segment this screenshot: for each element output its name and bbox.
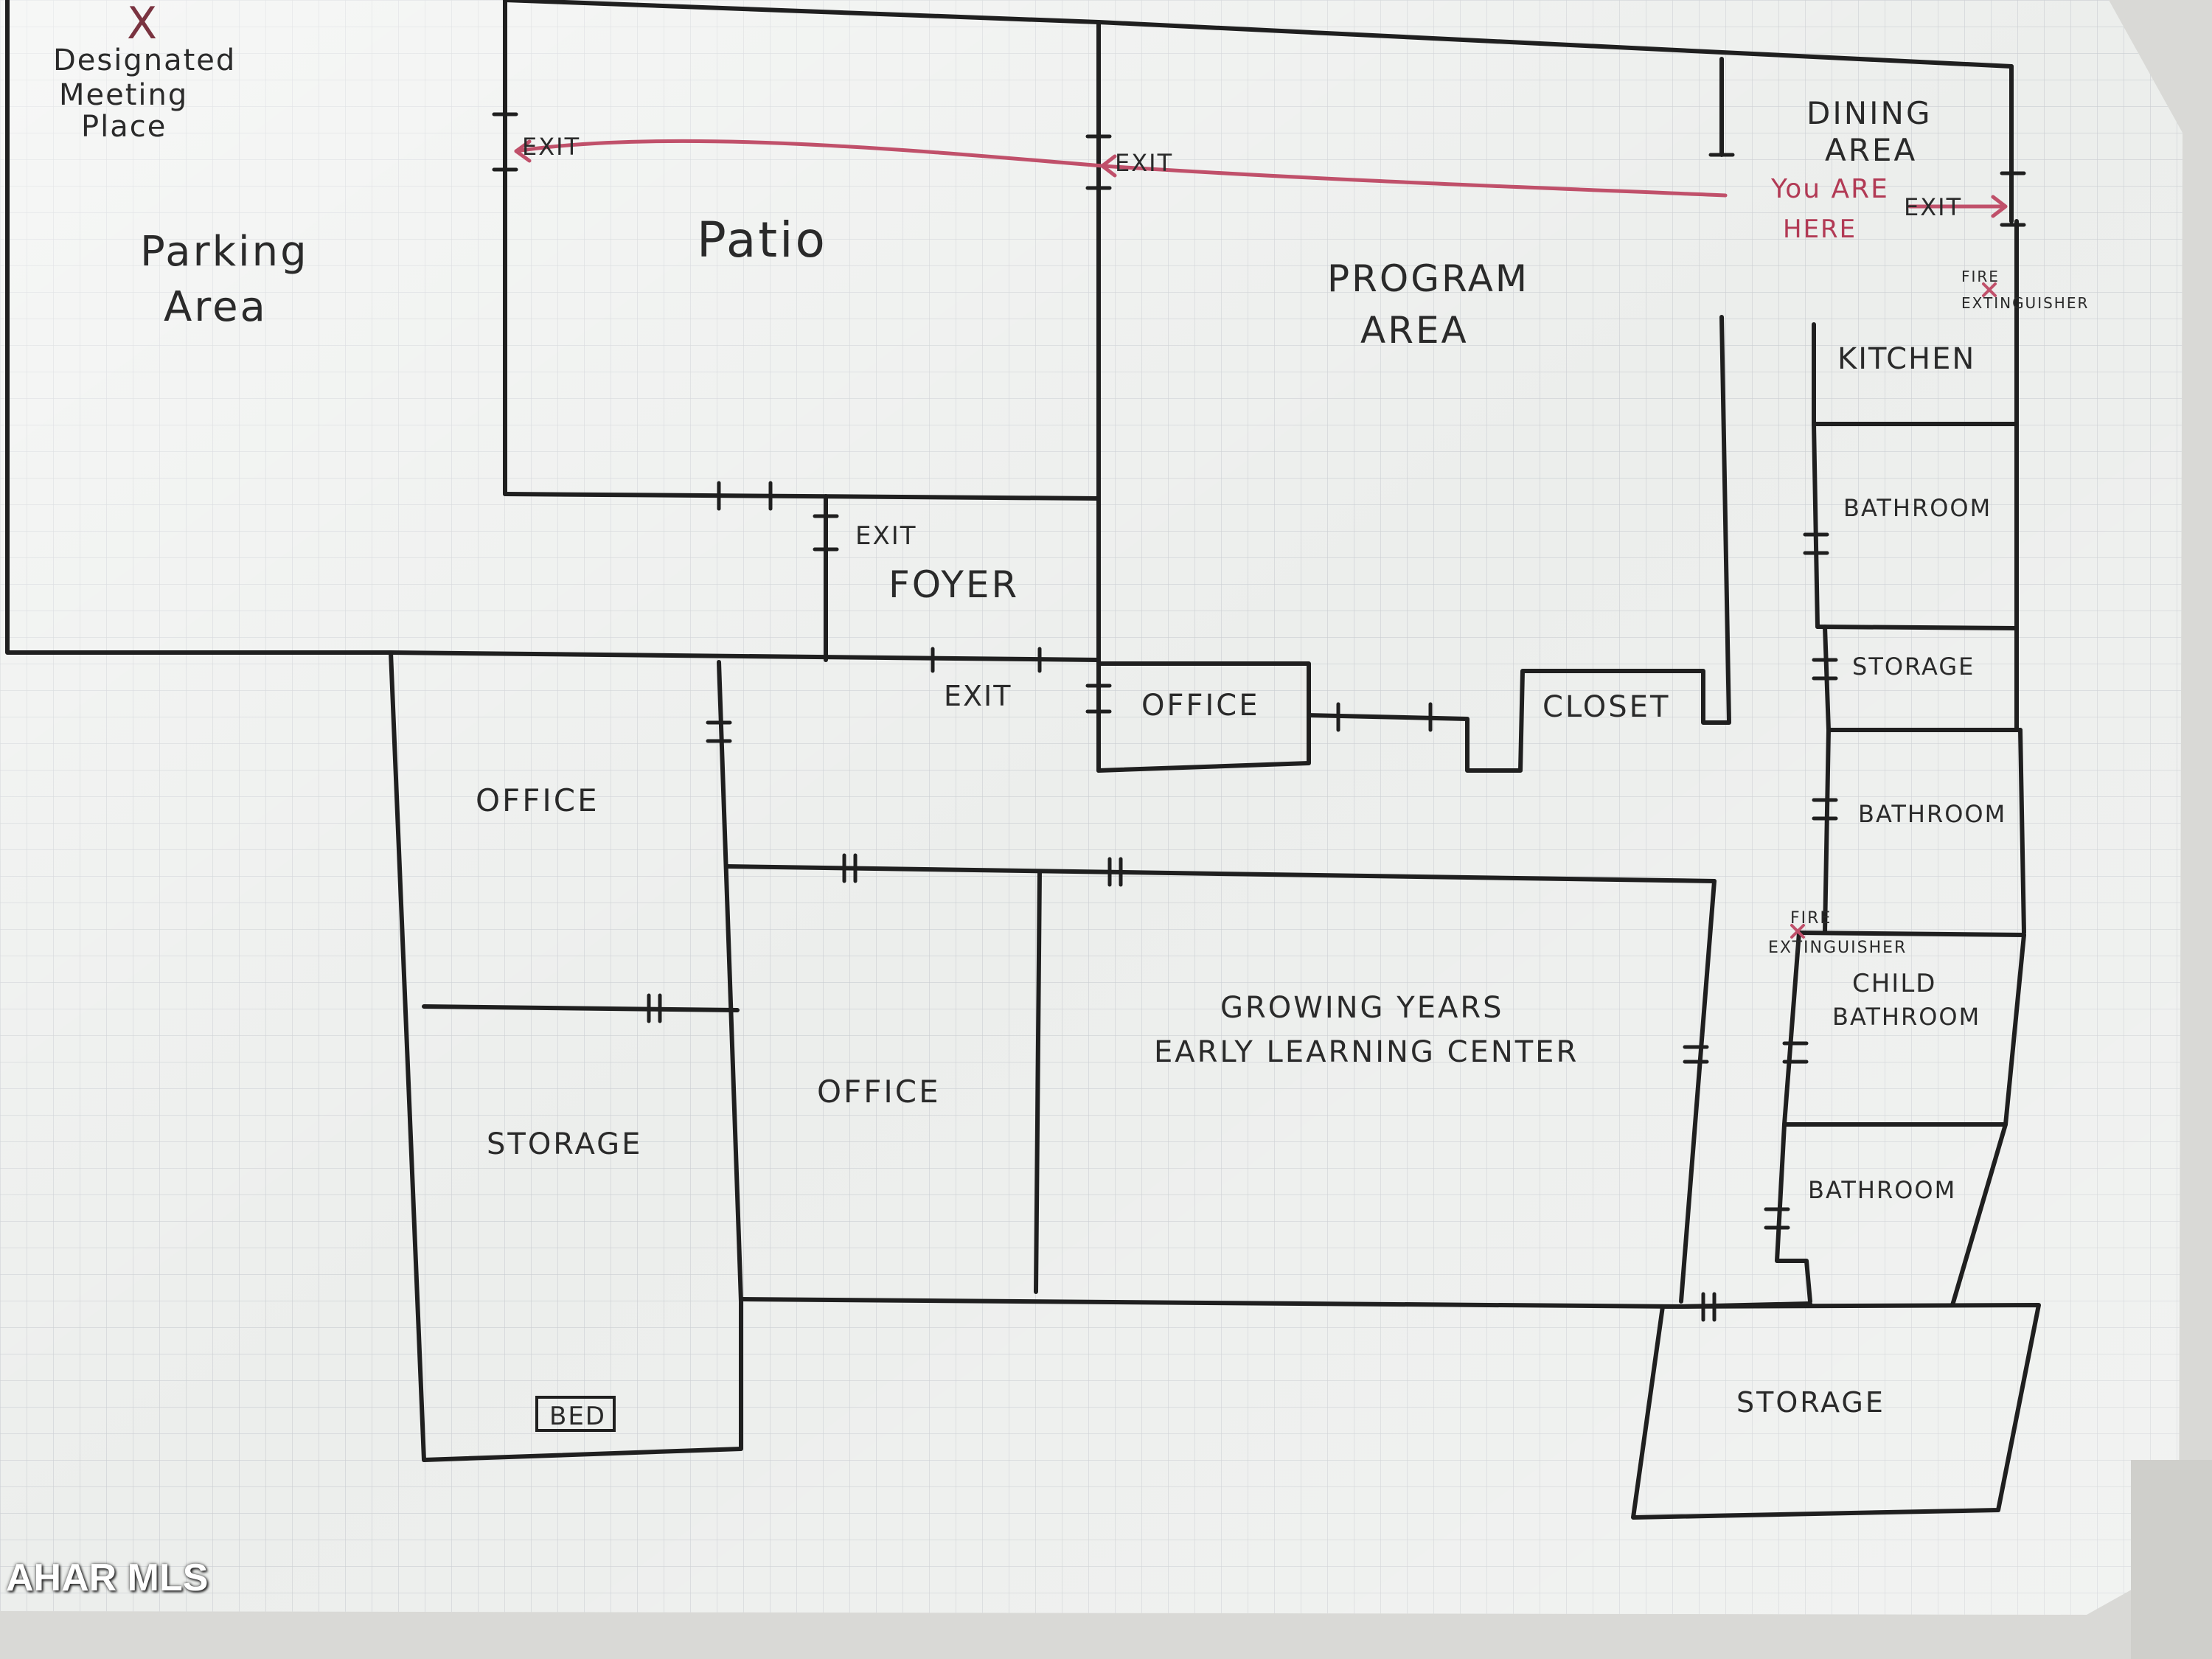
room-label-child-1: CHILD <box>1852 969 1936 998</box>
meeting-place-line2: Meeting <box>59 78 188 112</box>
bed-box <box>535 1396 616 1432</box>
exit-label-program: EXIT <box>1115 149 1173 177</box>
meeting-place-line3: Place <box>81 110 167 144</box>
exit-label-patio: EXIT <box>522 133 580 161</box>
room-label-kitchen: KITCHEN <box>1837 342 1975 376</box>
room-label-parking-1: Parking <box>140 228 309 276</box>
room-label-storage-bottom: STORAGE <box>1736 1386 1885 1419</box>
exit-label-hall: EXIT <box>944 680 1012 712</box>
room-label-office-left: OFFICE <box>476 782 599 818</box>
watermark: AHAR MLS <box>6 1557 209 1599</box>
meeting-place-marker: X <box>127 0 159 49</box>
meeting-place-line1: Designated <box>53 44 236 77</box>
room-label-growing-1: GROWING YEARS <box>1220 991 1504 1025</box>
room-label-closet: CLOSET <box>1543 690 1670 724</box>
room-label-growing-2: EARLY LEARNING CENTER <box>1154 1035 1579 1069</box>
extinguisher-mid-line2: EXTINGUISHER <box>1768 939 1907 957</box>
room-label-parking-2: Area <box>164 283 268 331</box>
evacuation-route <box>514 139 2008 218</box>
room-label-storage-right: STORAGE <box>1852 653 1975 681</box>
room-label-patio: Patio <box>697 212 827 268</box>
walls <box>5 0 2041 1520</box>
exit-label-dining: EXIT <box>1904 193 1962 221</box>
you-are-here-line2: HERE <box>1783 215 1857 244</box>
exit-label-foyer: EXIT <box>855 521 917 551</box>
extinguisher-top-line1: FIRE <box>1961 268 2000 285</box>
room-label-dining-2: AREA <box>1825 132 1917 168</box>
room-label-program-2: AREA <box>1360 309 1469 352</box>
room-label-storage-left: STORAGE <box>487 1127 642 1161</box>
wall-background-right <box>2131 1460 2212 1659</box>
room-label-office-mid: OFFICE <box>817 1074 941 1110</box>
door-markers <box>492 112 2026 1322</box>
room-label-bathroom-1: BATHROOM <box>1843 494 1992 522</box>
room-label-foyer: FOYER <box>888 563 1019 606</box>
extinguisher-mid-line1: FIRE <box>1790 909 1832 928</box>
room-label-bathroom-3: BATHROOM <box>1808 1176 1956 1204</box>
extinguisher-top-line2: EXTINGUISHER <box>1961 294 2089 312</box>
paper-sheen <box>0 0 2183 1615</box>
room-label-dining-1: DINING <box>1806 95 1933 131</box>
room-label-bed: BED <box>549 1402 606 1431</box>
you-are-here-line1: You ARE <box>1770 174 1889 204</box>
room-label-office-center: OFFICE <box>1141 689 1260 723</box>
extinguisher-marks <box>1790 282 1997 939</box>
room-label-bathroom-2: BATHROOM <box>1858 800 2006 828</box>
room-label-child-2: BATHROOM <box>1832 1003 1980 1031</box>
room-label-program-1: PROGRAM <box>1327 257 1529 300</box>
